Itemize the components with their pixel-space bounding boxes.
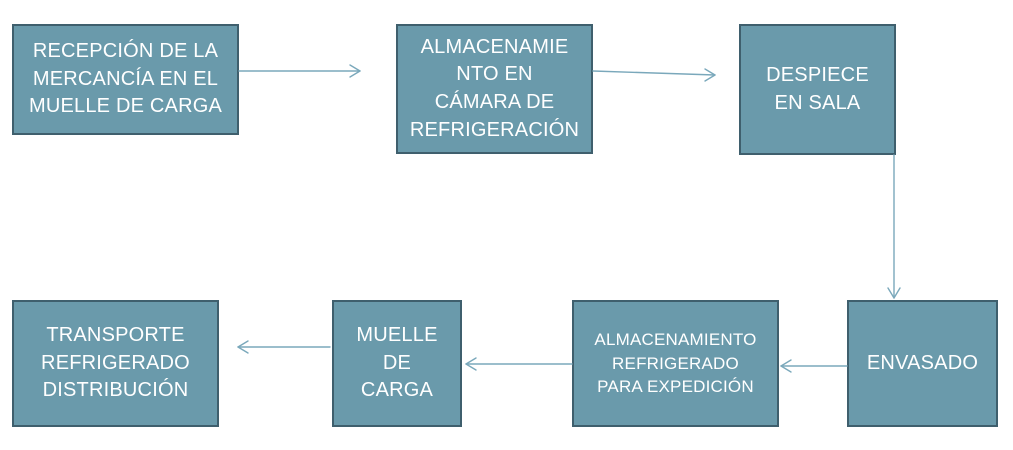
arrowhead-envasado-to-almacenamiento_expedicion [780,359,792,373]
arrowhead-almacenamiento_expedicion-to-muelle [465,357,477,371]
arrowhead-despiece-to-envasado [887,287,901,299]
node-almacenamiento-expedicion-label: ALMACENAMIENTO REFRIGERADO PARA EXPEDICI… [594,330,757,397]
node-transporte: TRANSPORTE REFRIGERADO DISTRIBUCIÓN [12,300,219,427]
arrowhead-muelle-to-transporte [237,340,249,354]
node-almacenamiento-camara: ALMACENAMIE NTO EN CÁMARA DE REFRIGERACI… [396,24,593,154]
node-muelle-label: MUELLE DE CARGA [356,324,438,402]
node-almacenamiento-camara-label: ALMACENAMIE NTO EN CÁMARA DE REFRIGERACI… [409,35,580,141]
arrow-almacenamiento_camara-to-despiece [592,70,716,76]
node-envasado: ENVASADO [847,300,998,427]
node-almacenamiento-expedicion: ALMACENAMIENTO REFRIGERADO PARA EXPEDICI… [572,300,779,427]
node-transporte-label: TRANSPORTE REFRIGERADO DISTRIBUCIÓN [41,324,190,402]
node-envasado-label: ENVASADO [866,351,979,374]
arrowhead-recepcion-to-almacenamiento_camara [349,64,361,78]
node-muelle: MUELLE DE CARGA [332,300,462,427]
node-recepcion-label: RECEPCIÓN DE LA MERCANCÍA EN EL MUELLE D… [28,40,223,118]
node-recepcion: RECEPCIÓN DE LA MERCANCÍA EN EL MUELLE D… [12,24,239,135]
node-despiece: DESPIECE EN SALA [739,24,896,155]
arrowhead-almacenamiento_camara-to-despiece [704,68,716,82]
node-despiece-label: DESPIECE EN SALA [766,63,869,114]
